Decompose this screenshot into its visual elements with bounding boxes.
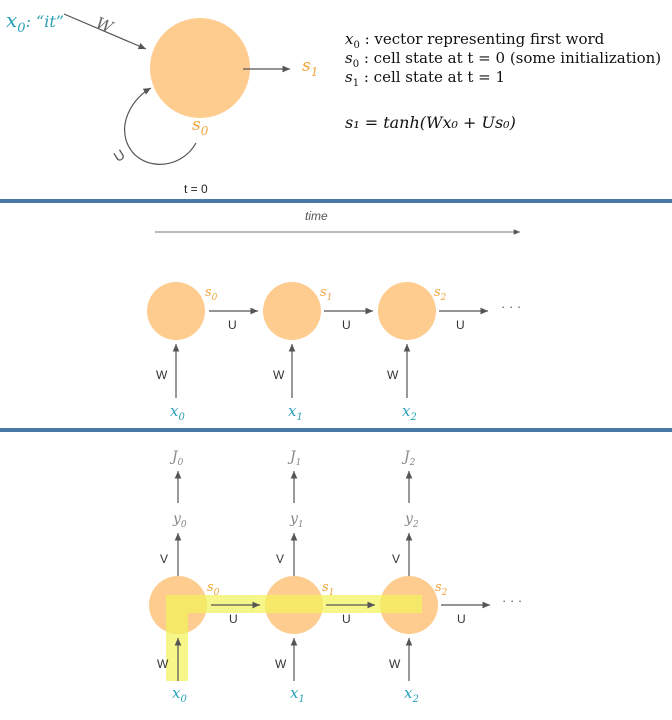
top-input-label: x0: “it” — [6, 8, 64, 36]
top-legend: x0 : vector representing first word s0 :… — [345, 30, 661, 132]
unrolled-step-0: s0 W x0 U — [147, 282, 258, 423]
mid-w-label-2: W — [387, 368, 399, 382]
mid-w-label-1: W — [273, 368, 285, 382]
bot-input-x0: x0 — [172, 684, 187, 705]
section-divider-2 — [0, 428, 672, 432]
bot-input-x1: x1 — [290, 684, 305, 705]
bot-loss-j0: J0 — [169, 449, 184, 468]
mid-input-x2: x2 — [402, 402, 417, 423]
mid-state-s0: s0 — [205, 285, 218, 303]
mid-input-x0: x0 — [170, 402, 185, 423]
middle-panel: time s0 W x0 U s1 W x1 U s2 W — [147, 209, 521, 423]
bot-ellipsis: · · · — [502, 593, 522, 608]
mid-state-s1: s1 — [320, 285, 332, 303]
bottom-step-2: s2 W x2 V y2 J2 U — [389, 449, 490, 705]
time-axis-label: time — [305, 209, 328, 223]
unrolled-step-2: s2 W x2 U — [378, 282, 488, 423]
mid-node-0 — [147, 282, 205, 340]
bot-w-label-1: W — [275, 657, 287, 671]
bot-u-label-0: U — [229, 612, 238, 626]
top-time-caption: t = 0 — [184, 182, 208, 196]
bot-output-y0: y0 — [172, 511, 187, 530]
top-state-s1: s1 — [302, 56, 318, 79]
mid-u-label-1: U — [342, 318, 351, 332]
highlight-vertical — [166, 595, 188, 681]
bot-v-label-1: V — [276, 552, 284, 566]
bot-u-label-1: U — [342, 612, 351, 626]
mid-input-x1: x1 — [288, 402, 303, 423]
legend-line-s1: s1 : cell state at t = 1 — [345, 68, 505, 89]
update-equation: s₁ = tanh(Wx₀ + Us₀) — [345, 113, 516, 132]
top-state-s0: s0 — [192, 115, 209, 138]
highlight-horizontal — [166, 595, 422, 613]
bot-loss-j2: J2 — [401, 449, 416, 468]
bot-output-y2: y2 — [404, 511, 419, 530]
top-w-arrow — [63, 13, 147, 50]
bot-state-s2: s2 — [435, 580, 448, 598]
bot-state-s1: s1 — [322, 580, 334, 598]
legend-line-x0: x0 : vector representing first word — [345, 30, 605, 51]
bot-state-s0: s0 — [207, 580, 220, 598]
mid-node-1 — [263, 282, 321, 340]
bottom-step-1: s1 W x1 V y1 J1 U — [275, 449, 375, 705]
bot-loss-j1: J1 — [287, 449, 301, 468]
legend-line-s0: s0 : cell state at t = 0 (some initializ… — [345, 49, 661, 70]
mid-state-s2: s2 — [434, 285, 447, 303]
mid-u-label-2: U — [456, 318, 465, 332]
bot-u-label-2: U — [457, 612, 466, 626]
bot-input-x2: x2 — [404, 684, 419, 705]
top-w-label: W — [93, 13, 117, 37]
bottom-step-0: s0 W x0 V y0 J0 U — [157, 449, 260, 705]
mid-u-label-0: U — [228, 318, 237, 332]
section-divider-1 — [0, 199, 672, 203]
bot-w-label-0: W — [157, 657, 169, 671]
bot-output-y1: y1 — [289, 511, 304, 530]
top-u-label: U — [111, 146, 128, 165]
top-panel: x0: “it” W s1 s0 U t = 0 x0 : vector rep… — [6, 8, 661, 196]
top-rnn-node — [150, 18, 250, 118]
unrolled-step-1: s1 W x1 U — [263, 282, 373, 423]
bottom-panel: s0 W x0 V y0 J0 U s1 W x1 V y1 J1 U — [149, 449, 522, 705]
bot-v-label-0: V — [160, 552, 168, 566]
mid-ellipsis: · · · — [501, 299, 521, 314]
top-loop-arrow — [124, 87, 197, 165]
mid-node-2 — [378, 282, 436, 340]
bot-w-label-2: W — [389, 657, 401, 671]
mid-w-label-0: W — [156, 368, 168, 382]
bot-v-label-2: V — [392, 552, 400, 566]
